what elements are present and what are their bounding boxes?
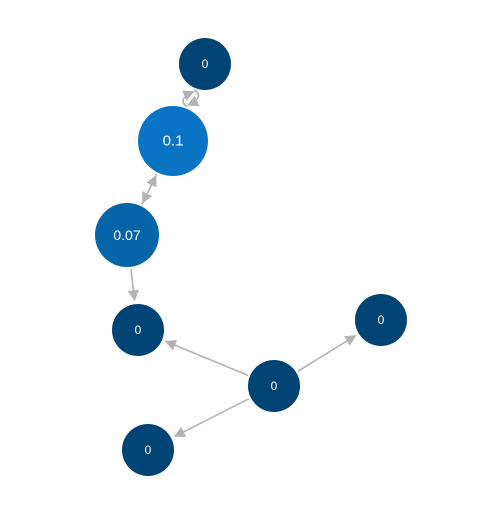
edge-layer [127, 89, 357, 438]
node-label: 0 [202, 57, 209, 71]
edge-n6-to-n7 [173, 397, 250, 438]
node-circle[interactable] [248, 360, 300, 412]
node-label: 0.1 [163, 133, 184, 150]
node-circle[interactable] [179, 38, 231, 90]
node-circle[interactable] [95, 203, 159, 267]
node-circle[interactable] [112, 304, 164, 356]
node-layer: 0 0.1 0.07 0 0 0 0 [95, 38, 407, 476]
edge-n6-to-n5 [297, 335, 357, 372]
node-circle[interactable] [138, 106, 208, 176]
node-label: 0 [135, 323, 142, 337]
graph-node-n5[interactable]: 0 [355, 294, 407, 346]
edge-n2-to-n1 [182, 90, 195, 108]
node-circle[interactable] [122, 424, 174, 476]
graph-node-n7[interactable]: 0 [122, 424, 174, 476]
graph-node-n2[interactable]: 0.1 [138, 106, 208, 176]
edge-n1-to-n2 [186, 89, 200, 107]
graph-node-n6[interactable]: 0 [248, 360, 300, 412]
graph-node-n3[interactable]: 0.07 [95, 203, 159, 267]
edge-n6-to-n4 [164, 340, 249, 377]
node-label: 0 [145, 443, 152, 457]
node-label: 0 [271, 379, 278, 393]
node-label: 0.07 [113, 227, 140, 243]
node-label: 0 [378, 313, 385, 327]
graph-node-n4[interactable]: 0 [112, 304, 164, 356]
edge-n3-to-n2 [141, 175, 157, 205]
node-circle[interactable] [355, 294, 407, 346]
graph-node-n1[interactable]: 0 [179, 38, 231, 90]
edge-n3-to-n4 [127, 268, 139, 302]
